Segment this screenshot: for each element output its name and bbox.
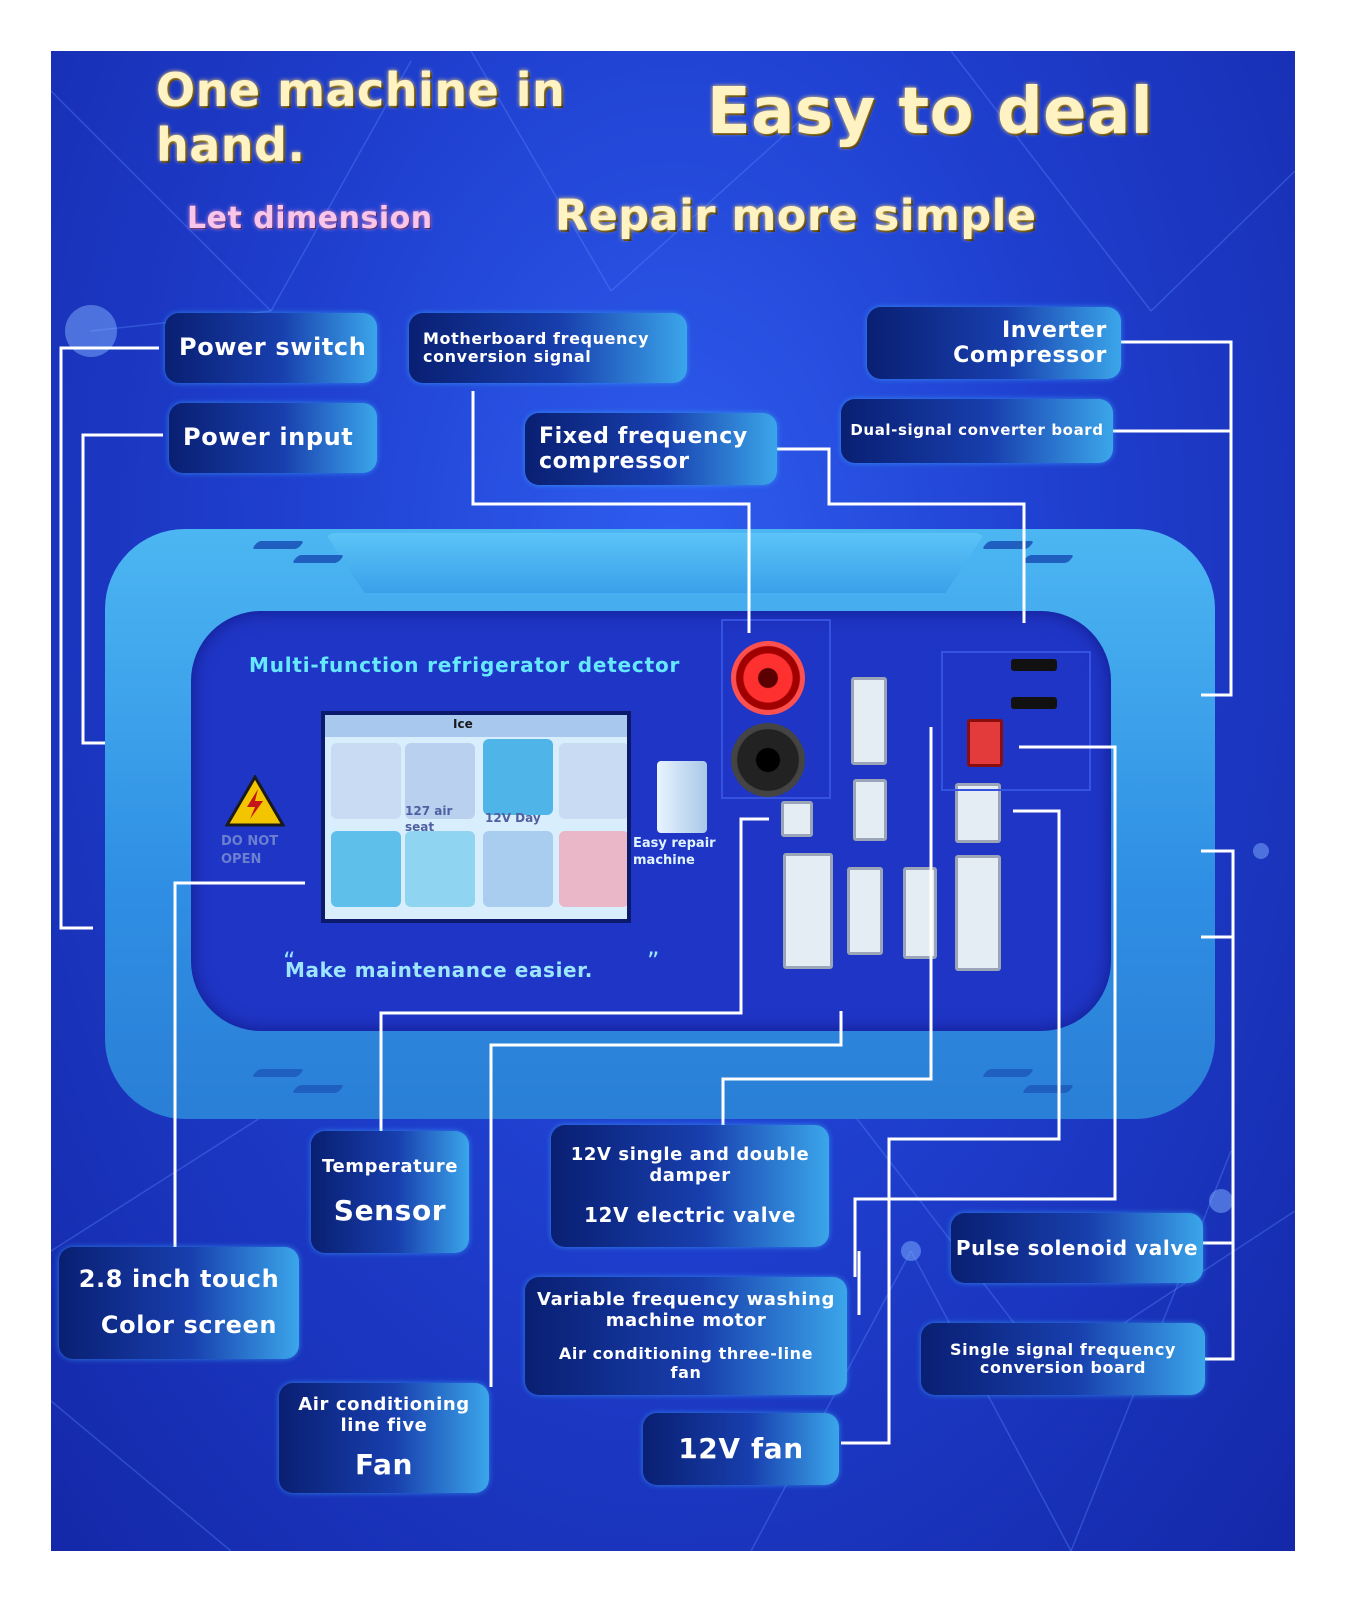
- callout-text: Color screen: [100, 1311, 278, 1339]
- callout-text: Power input: [183, 423, 354, 452]
- connector-socket[interactable]: [853, 779, 887, 841]
- black-probe-jack[interactable]: [731, 723, 805, 797]
- callout-text: Inverter Compressor: [953, 317, 1107, 368]
- callout-dual-signal-board: Dual-signal converter board: [841, 399, 1113, 463]
- callout-washing-motor-ac-fan: Variable frequency washing machine motor…: [525, 1277, 847, 1395]
- callout-12v-fan: 12V fan: [643, 1413, 839, 1485]
- high-voltage-warning-icon: [225, 775, 285, 827]
- power-zone: [941, 651, 1091, 791]
- fuse-n: [1011, 697, 1057, 709]
- callout-power-switch: Power switch: [165, 313, 377, 383]
- callout-text: Pulse solenoid valve: [955, 1235, 1199, 1260]
- callout-text: 12V electric valve: [583, 1203, 796, 1228]
- callout-text: 12V fan: [678, 1431, 804, 1465]
- solenoid-socket[interactable]: [967, 719, 1003, 767]
- callout-single-signal-board: Single signal frequency conversion board: [921, 1323, 1205, 1395]
- callout-wires: [59, 340, 1235, 1445]
- uvw-socket[interactable]: [955, 783, 1001, 843]
- callout-text: Fan: [354, 1447, 414, 1481]
- screen-tab-label: Ice: [453, 717, 473, 731]
- callout-pulse-solenoid-valve: Pulse solenoid valve: [951, 1213, 1203, 1283]
- device-top-strip: [325, 533, 985, 593]
- sensor-app-icon[interactable]: [331, 831, 401, 907]
- callout-text: 2.8 inch touch: [78, 1265, 280, 1294]
- app-label: 127 air seat: [405, 804, 453, 834]
- headline-easy-to-deal: Easy to deal: [707, 75, 1154, 149]
- easy-repair-label: Easy repair machine: [633, 836, 716, 868]
- poster: One machine in hand. Easy to deal Let di…: [51, 51, 1295, 1551]
- valve-app-icon[interactable]: [405, 831, 475, 907]
- callout-temperature-sensor: Temperature Sensor: [311, 1131, 469, 1253]
- callout-text: Single signal frequency conversion board: [950, 1339, 1176, 1377]
- headline-let-dimension: Let dimension: [187, 201, 433, 236]
- headline-one-machine: One machine in hand.: [156, 63, 566, 172]
- network-background: [51, 51, 1295, 1551]
- callout-inverter-compressor: Inverter Compressor: [867, 307, 1121, 379]
- device-title: Multi-function refrigerator detector: [249, 653, 681, 677]
- board-app-icon[interactable]: [559, 743, 627, 819]
- app-label: 12V Day: [485, 811, 541, 825]
- damper-app-icon[interactable]: [483, 739, 553, 815]
- slogan-text: Make maintenance easier.: [285, 958, 593, 982]
- refrigerator-icon: [657, 761, 707, 833]
- callout-power-input: Power input: [169, 403, 377, 473]
- do-not-open-label: DO NOT OPEN: [221, 834, 279, 867]
- callout-text: 12V single and double damper: [570, 1143, 810, 1186]
- motor-app-icon[interactable]: [483, 831, 553, 907]
- callout-text: Power switch: [179, 333, 367, 362]
- callout-fixed-frequency-compressor: Fixed frequency compressor: [525, 413, 777, 485]
- callout-damper-valve: 12V single and double damper 12V electri…: [551, 1125, 829, 1247]
- callout-text: Sensor: [333, 1194, 447, 1228]
- screen-title-bar: [325, 715, 627, 737]
- callout-text: Variable frequency washing machine motor: [537, 1288, 835, 1331]
- callout-text: Air conditioning three-line fan: [558, 1344, 814, 1382]
- fan-app-icon[interactable]: [405, 743, 475, 819]
- device-front-panel: Multi-function refrigerator detector Ice…: [191, 611, 1111, 1031]
- detector-device: Multi-function refrigerator detector Ice…: [105, 529, 1215, 1119]
- callout-text: Air conditioning line five: [298, 1394, 470, 1436]
- probe-zone: [721, 619, 831, 799]
- fuse-l: [1011, 659, 1057, 671]
- callout-text: Dual-signal converter board: [850, 421, 1104, 440]
- quote-close: ”: [647, 947, 660, 975]
- quote-open: “: [283, 947, 296, 975]
- sensor-socket[interactable]: [781, 801, 813, 837]
- callout-text: Fixed frequency compressor: [539, 423, 748, 474]
- callout-text: Temperature: [321, 1155, 459, 1177]
- callout-motherboard-signal: Motherboard frequency conversion signal: [409, 313, 687, 383]
- compressor-app-icon[interactable]: [331, 743, 401, 819]
- callout-touch-screen: 2.8 inch touch Color screen: [59, 1247, 299, 1359]
- headline-repair-more-simple: Repair more simple: [555, 191, 1037, 241]
- frequency-board-socket[interactable]: [955, 855, 1001, 971]
- red-probe-jack[interactable]: [731, 641, 805, 715]
- connector-socket[interactable]: [851, 677, 887, 765]
- callout-ac-line-five-fan: Air conditioning line five Fan: [279, 1383, 489, 1493]
- touch-color-screen[interactable]: Ice 127 air seat 12V Day: [321, 711, 631, 923]
- callout-text: Motherboard frequency conversion signal: [423, 328, 650, 366]
- more-functions-app-icon[interactable]: [559, 831, 627, 907]
- fan-socket[interactable]: [847, 867, 883, 955]
- ac-five-line-socket[interactable]: [783, 853, 833, 969]
